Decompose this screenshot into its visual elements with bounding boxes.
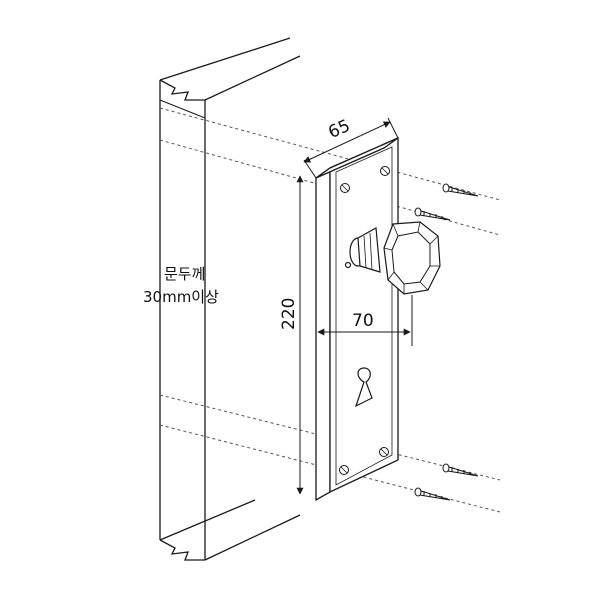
knob-projection-label: 70: [352, 311, 374, 331]
knob-neck: [357, 227, 381, 273]
door-thickness-dimension: [159, 99, 206, 119]
width-dimension: [303, 117, 399, 179]
door-top-face: [159, 37, 301, 101]
plate-side-face: [315, 166, 331, 502]
screw-bottom-2: [414, 487, 451, 501]
screws: [414, 183, 479, 501]
screw-top-1: [442, 183, 479, 197]
door-bottom-face: [159, 499, 301, 561]
door-knob: [344, 221, 441, 295]
knob-projection-dimension: [317, 295, 413, 346]
width-dim-label: 65: [325, 116, 353, 143]
height-dim-label: 220: [279, 298, 299, 330]
door-thickness-label-1: 문두께: [164, 265, 205, 283]
door-slab: [159, 37, 301, 561]
screw-top-2: [414, 207, 451, 221]
screw-bottom-1: [442, 463, 479, 477]
knob-set-screw: [344, 261, 352, 269]
door-thickness-label-2: 30mm이상: [143, 288, 219, 306]
keyhole: [354, 367, 373, 408]
